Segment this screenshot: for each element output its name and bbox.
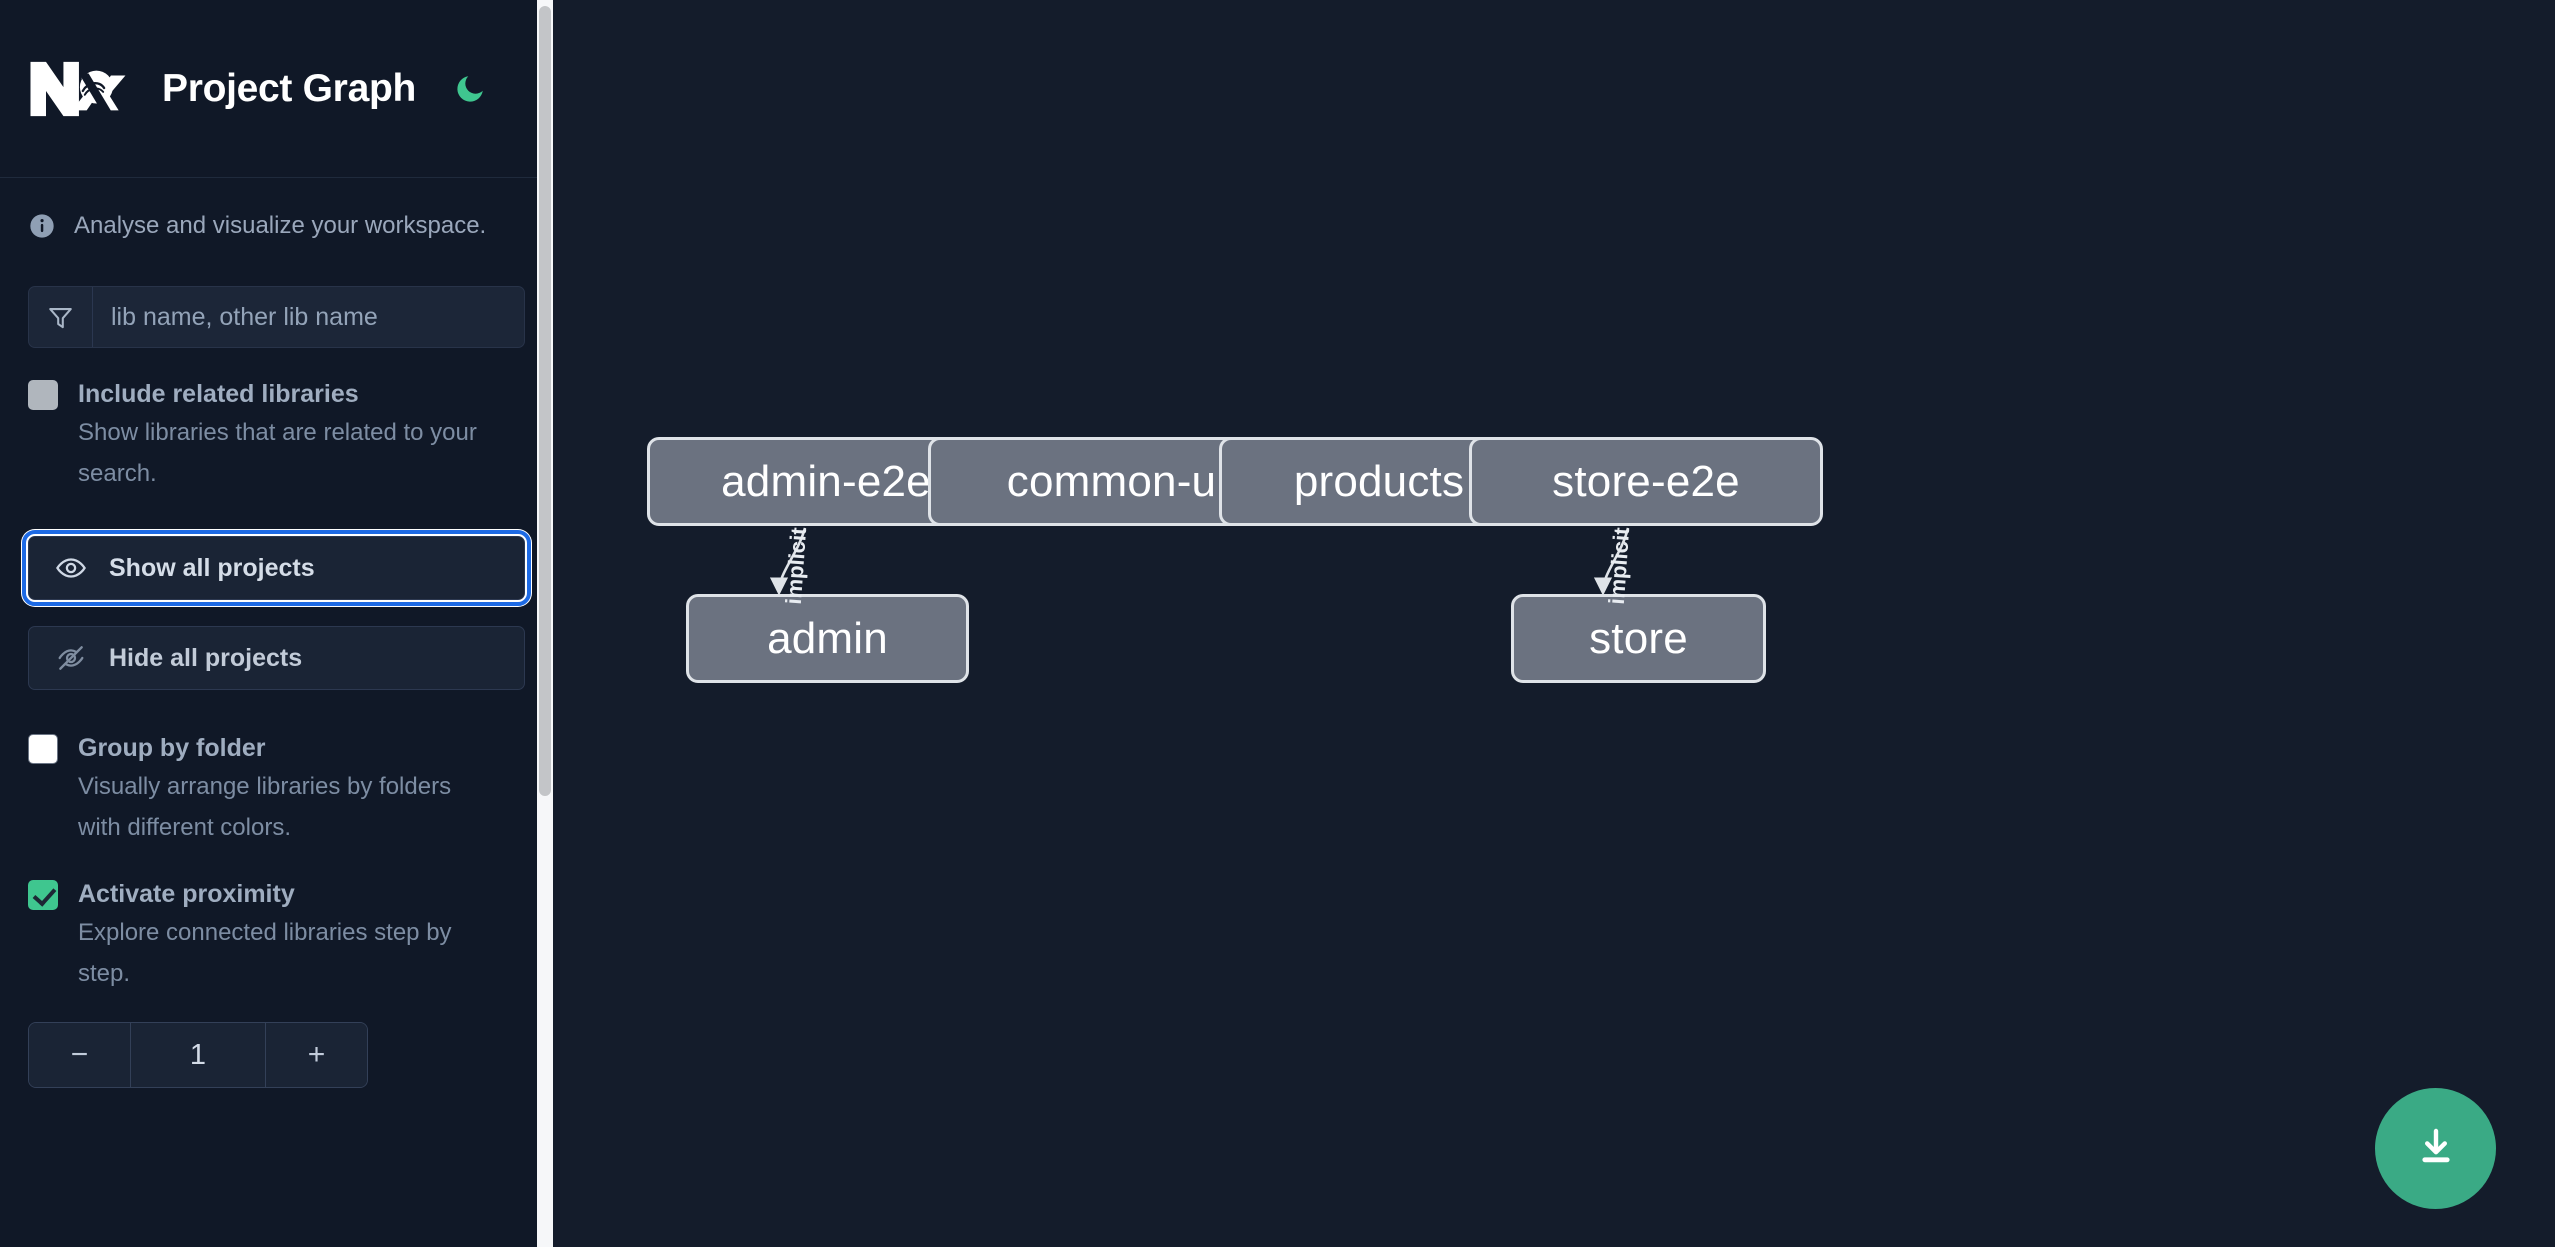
moon-icon[interactable] [450,69,490,109]
proximity-increment-button[interactable]: + [265,1023,367,1087]
show-all-projects-wrap: Show all projects [0,530,553,606]
group-by-folder-description: Visually arrange libraries by folders wi… [78,773,452,841]
sidebar-scrollbar[interactable] [537,0,553,1247]
graph-node-label: store-e2e [1552,456,1740,506]
graph-canvas[interactable]: admin-e2e common-ui products store-e2e a… [553,0,2555,1247]
graph-node-label: admin-e2e [721,456,931,506]
option-activate-proximity[interactable]: Activate proximity Explore connected lib… [0,876,553,994]
info-icon [28,212,56,240]
eye-off-icon [55,642,87,674]
page-title: Project Graph [162,66,416,110]
eye-icon [55,552,87,584]
option-group-by-folder[interactable]: Group by folder Visually arrange librari… [0,730,553,848]
nx-logo-icon [28,58,126,120]
filter-icon [29,287,93,347]
graph-node-store[interactable]: store [1511,594,1766,683]
graph-node-admin[interactable]: admin [686,594,969,683]
proximity-value: 1 [189,1038,207,1071]
proximity-decrement-button[interactable]: − [29,1023,131,1087]
search-input[interactable] [93,287,524,347]
sidebar-scrollbar-thumb[interactable] [539,6,551,796]
group-by-folder-label: Group by folder [78,734,266,762]
sidebar: Project Graph Analyse and visualize yo [0,0,553,1247]
proximity-stepper-wrap: − 1 + [0,1022,553,1088]
graph-node-label: products [1293,456,1465,506]
graph-edges [769,527,1630,596]
graph-node-label: common-ui [1006,456,1227,506]
workspace-tagline: Analyse and visualize your workspace. [0,178,553,274]
group-by-folder-checkbox[interactable] [28,734,58,764]
include-related-libraries-description: Show libraries that are related to your … [78,419,477,487]
activate-proximity-label: Activate proximity [78,880,295,908]
hide-all-projects-wrap: Hide all projects [0,626,553,690]
show-all-projects-label: Show all projects [109,553,315,582]
option-include-related-libraries[interactable]: Include related libraries Show libraries… [0,376,553,494]
tagline-text: Analyse and visualize your workspace. [74,212,487,239]
activate-proximity-description: Explore connected libraries step by step… [78,919,452,987]
proximity-stepper: − 1 + [28,1022,368,1088]
show-all-projects-button[interactable]: Show all projects [22,530,531,606]
hide-all-projects-label: Hide all projects [109,643,303,672]
search-section [0,286,553,348]
sidebar-header: Project Graph [0,0,553,178]
download-graph-button[interactable] [2375,1088,2496,1209]
graph-node-label: store [1589,613,1688,663]
download-icon [2412,1123,2460,1174]
search-box[interactable] [28,286,525,348]
graph-node-store-e2e[interactable]: store-e2e [1469,437,1823,526]
activate-proximity-checkbox[interactable] [28,880,58,910]
include-related-libraries-checkbox[interactable] [28,380,58,410]
hide-all-projects-button[interactable]: Hide all projects [28,626,525,690]
graph-node-label: admin [767,613,888,663]
include-related-libraries-label: Include related libraries [78,380,359,408]
